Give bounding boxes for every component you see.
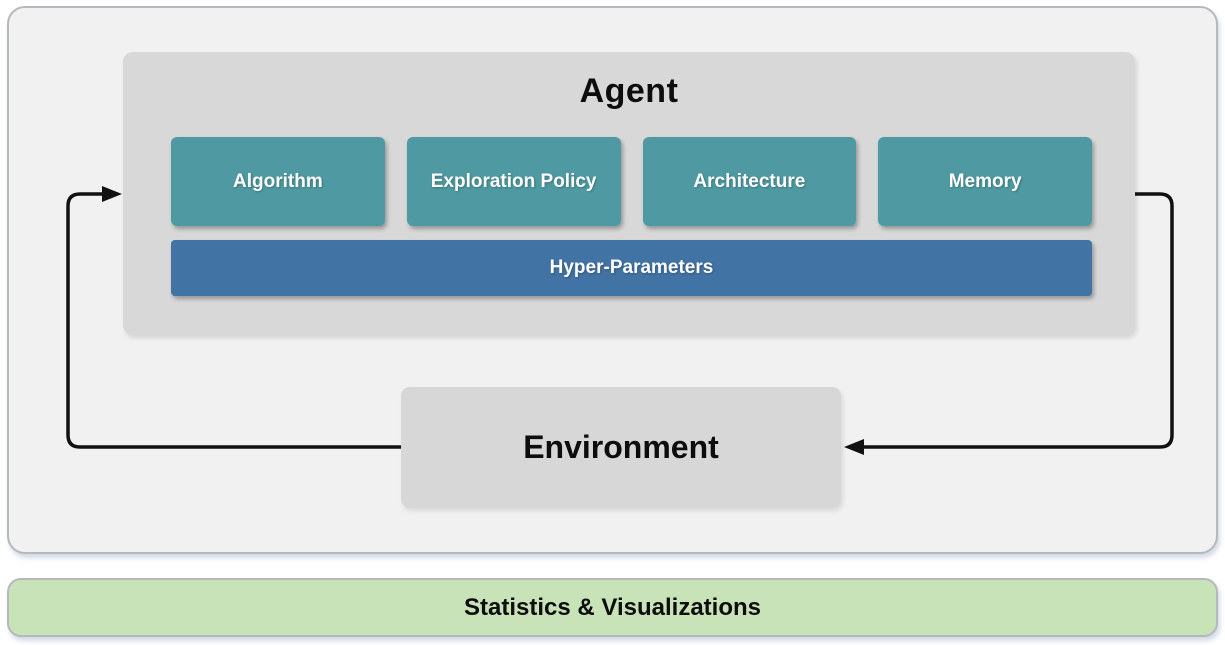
memory-box: Memory (878, 137, 1092, 226)
exploration-policy-box: Exploration Policy (406, 137, 621, 226)
agent-component-row: Algorithm Exploration Policy Architectur… (171, 137, 1092, 226)
statistics-visualizations-bar: Statistics & Visualizations (7, 578, 1218, 637)
environment-box: Environment (401, 387, 841, 508)
agent-title: Agent (579, 72, 679, 110)
hyper-parameters-bar: Hyper-Parameters (171, 240, 1092, 296)
architecture-box: Architecture (642, 137, 857, 226)
algorithm-box: Algorithm (171, 137, 385, 226)
